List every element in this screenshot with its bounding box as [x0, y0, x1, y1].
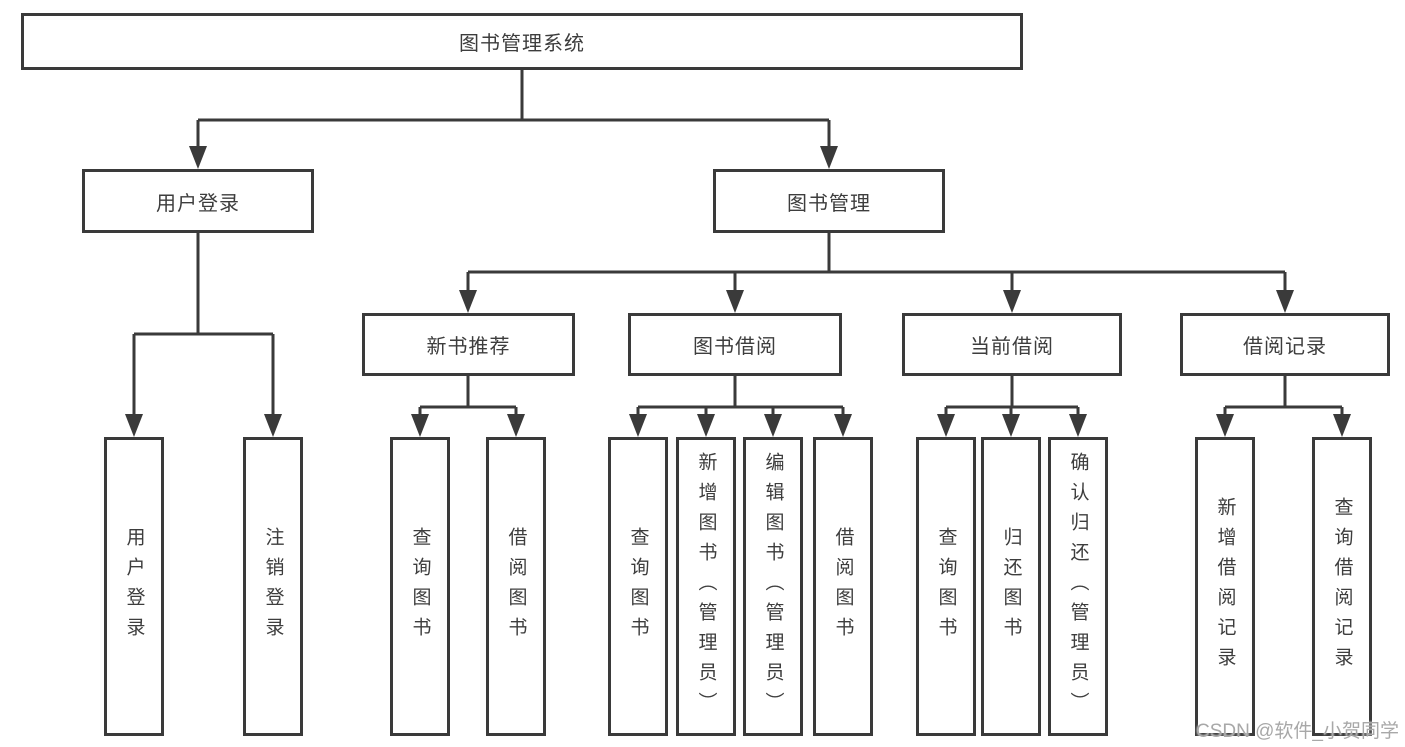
- leaf-newbook-query-books: 查询图书: [390, 437, 450, 736]
- node-book-borrowing: 图书借阅: [628, 313, 842, 376]
- node-label: 借阅图书: [505, 526, 527, 647]
- node-library-system: 图书管理系统: [21, 13, 1023, 70]
- node-label: 新书推荐: [426, 336, 511, 358]
- node-label: 查询图书: [627, 526, 649, 647]
- connector-borrow-to-leaves: [629, 376, 852, 437]
- arrowhead: [834, 414, 852, 437]
- arrowhead: [189, 146, 207, 169]
- leaf-logout: 注销登录: [243, 437, 303, 736]
- leaf-user-login: 用户登录: [104, 437, 164, 736]
- arrowhead: [459, 290, 477, 313]
- node-label: 新增图书（管理员）: [695, 451, 717, 722]
- arrowhead: [507, 414, 525, 437]
- arrowhead: [629, 414, 647, 437]
- arrowhead: [937, 414, 955, 437]
- node-label: 编辑图书（管理员）: [762, 451, 784, 722]
- node-label: 用户登录: [123, 526, 145, 647]
- arrowhead: [697, 414, 715, 437]
- leaf-records-add-record: 新增借阅记录: [1195, 437, 1255, 736]
- arrowhead: [411, 414, 429, 437]
- arrowhead: [125, 414, 143, 437]
- node-new-book-recommend: 新书推荐: [362, 313, 575, 376]
- node-label: 归还图书: [1000, 526, 1022, 647]
- node-label: 查询图书: [409, 526, 431, 647]
- arrowhead: [1003, 290, 1021, 313]
- arrowhead: [1276, 290, 1294, 313]
- node-label: 查询图书: [935, 526, 957, 647]
- arrowhead: [1216, 414, 1234, 437]
- arrowhead: [764, 414, 782, 437]
- leaf-borrow-query-books: 查询图书: [608, 437, 668, 736]
- node-book-management: 图书管理: [713, 169, 945, 233]
- connector-mgmt-to-level3: [459, 233, 1294, 313]
- csdn-watermark: CSDN @软件_小贺同学: [1196, 721, 1399, 742]
- node-current-borrowing: 当前借阅: [902, 313, 1122, 376]
- node-label: 图书管理: [787, 192, 871, 215]
- connector-newbook-to-leaves: [411, 376, 525, 437]
- arrowhead: [1333, 414, 1351, 437]
- leaf-current-return-books: 归还图书: [981, 437, 1041, 736]
- leaf-records-query-record: 查询借阅记录: [1312, 437, 1372, 736]
- arrowhead: [1002, 414, 1020, 437]
- leaf-newbook-borrow-books: 借阅图书: [486, 437, 546, 736]
- node-label: 借阅图书: [832, 526, 854, 647]
- node-user-login: 用户登录: [82, 169, 314, 233]
- arrowhead: [726, 290, 744, 313]
- leaf-current-confirm-return-admin: 确认归还（管理员）: [1048, 437, 1108, 736]
- leaf-borrow-borrow-books: 借阅图书: [813, 437, 873, 736]
- node-label: 借阅记录: [1243, 336, 1327, 358]
- node-borrowing-records: 借阅记录: [1180, 313, 1390, 376]
- connector-records-to-leaves: [1216, 376, 1351, 437]
- arrowhead: [820, 146, 838, 169]
- node-label: 查询借阅记录: [1331, 496, 1353, 677]
- arrowhead: [264, 414, 282, 437]
- connector-root-to-level2: [189, 70, 838, 169]
- connector-current-to-leaves: [937, 376, 1087, 437]
- node-label: 当前借阅: [970, 336, 1054, 358]
- node-label: 图书借阅: [693, 336, 777, 358]
- leaf-borrow-add-books-admin: 新增图书（管理员）: [676, 437, 736, 736]
- leaf-borrow-edit-books-admin: 编辑图书（管理员）: [743, 437, 803, 736]
- node-label: 确认归还（管理员）: [1067, 451, 1089, 722]
- connector-login-to-leaves: [125, 233, 282, 437]
- arrowhead: [1069, 414, 1087, 437]
- node-label: 图书管理系统: [459, 33, 585, 55]
- leaf-current-query-books: 查询图书: [916, 437, 976, 736]
- node-label: 用户登录: [156, 192, 240, 215]
- node-label: 注销登录: [262, 526, 284, 647]
- node-label: 新增借阅记录: [1214, 496, 1236, 677]
